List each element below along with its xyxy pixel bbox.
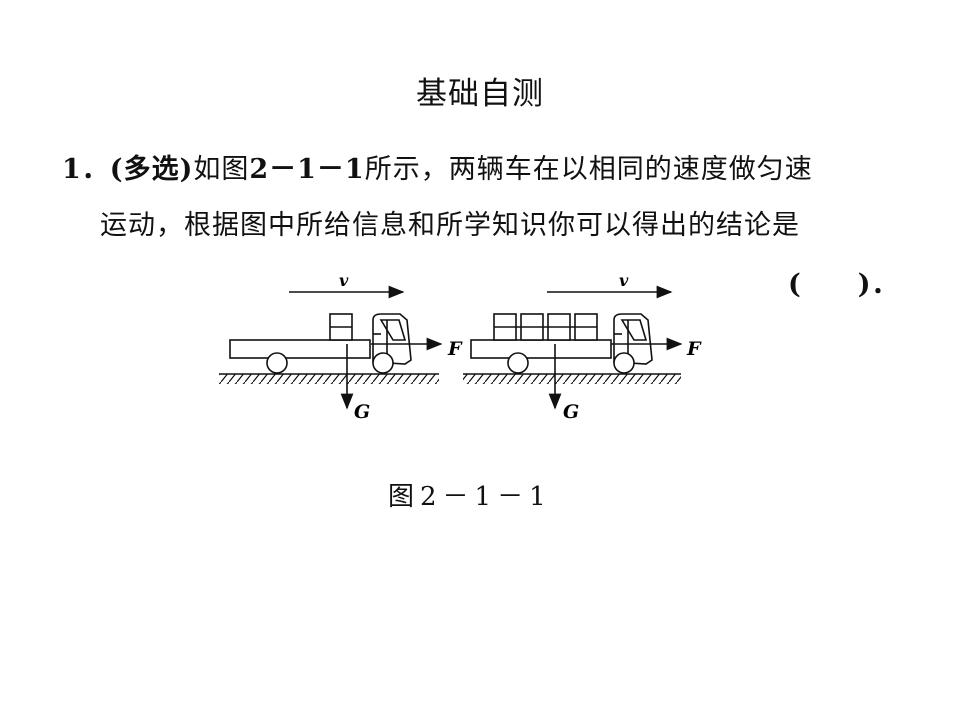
wheel-rear-left: [266, 352, 288, 374]
question-line-2: 运动，根据图中所给信息和所学知识你可以得出的结论是: [100, 203, 800, 242]
ground-hatch-right: [463, 374, 681, 384]
question-number: 1．: [62, 154, 110, 185]
figure-reference: 2－1－1: [249, 154, 365, 185]
wheel-front-left: [372, 352, 394, 374]
wheel-front-right: [613, 352, 635, 374]
question-tag: (多选): [109, 154, 194, 185]
velocity-label-left: v: [339, 271, 349, 290]
truck-left: [219, 285, 443, 410]
question-intro: 如图: [193, 154, 250, 185]
answer-blank-text: ( )．: [788, 269, 900, 300]
gravity-label-right: G: [563, 401, 579, 423]
question-text-2: 运动，根据图中所给信息和所学知识你可以得出的结论是: [100, 210, 800, 241]
truck-figure: v F G v F G: [219, 271, 702, 423]
flatbed-right: [470, 339, 612, 359]
force-label-left: F: [447, 338, 463, 360]
gravity-label-left: G: [354, 401, 370, 423]
question-text-1: 所示，两辆车在以相同的速度做匀速: [364, 154, 813, 185]
truck-right: [463, 285, 683, 410]
velocity-label-right: v: [619, 271, 629, 290]
flatbed-left: [229, 339, 371, 359]
wheel-rear-right: [507, 352, 529, 374]
force-label-right: F: [686, 338, 702, 360]
figure-caption: 图2－1－1: [388, 482, 552, 512]
answer-blank: ( )．: [788, 262, 900, 301]
question-line-1: 1．(多选)如图2－1－1所示，两辆车在以相同的速度做匀速: [62, 147, 813, 186]
heading: 基础自测: [416, 76, 544, 112]
ground-hatch-left: [219, 374, 439, 384]
